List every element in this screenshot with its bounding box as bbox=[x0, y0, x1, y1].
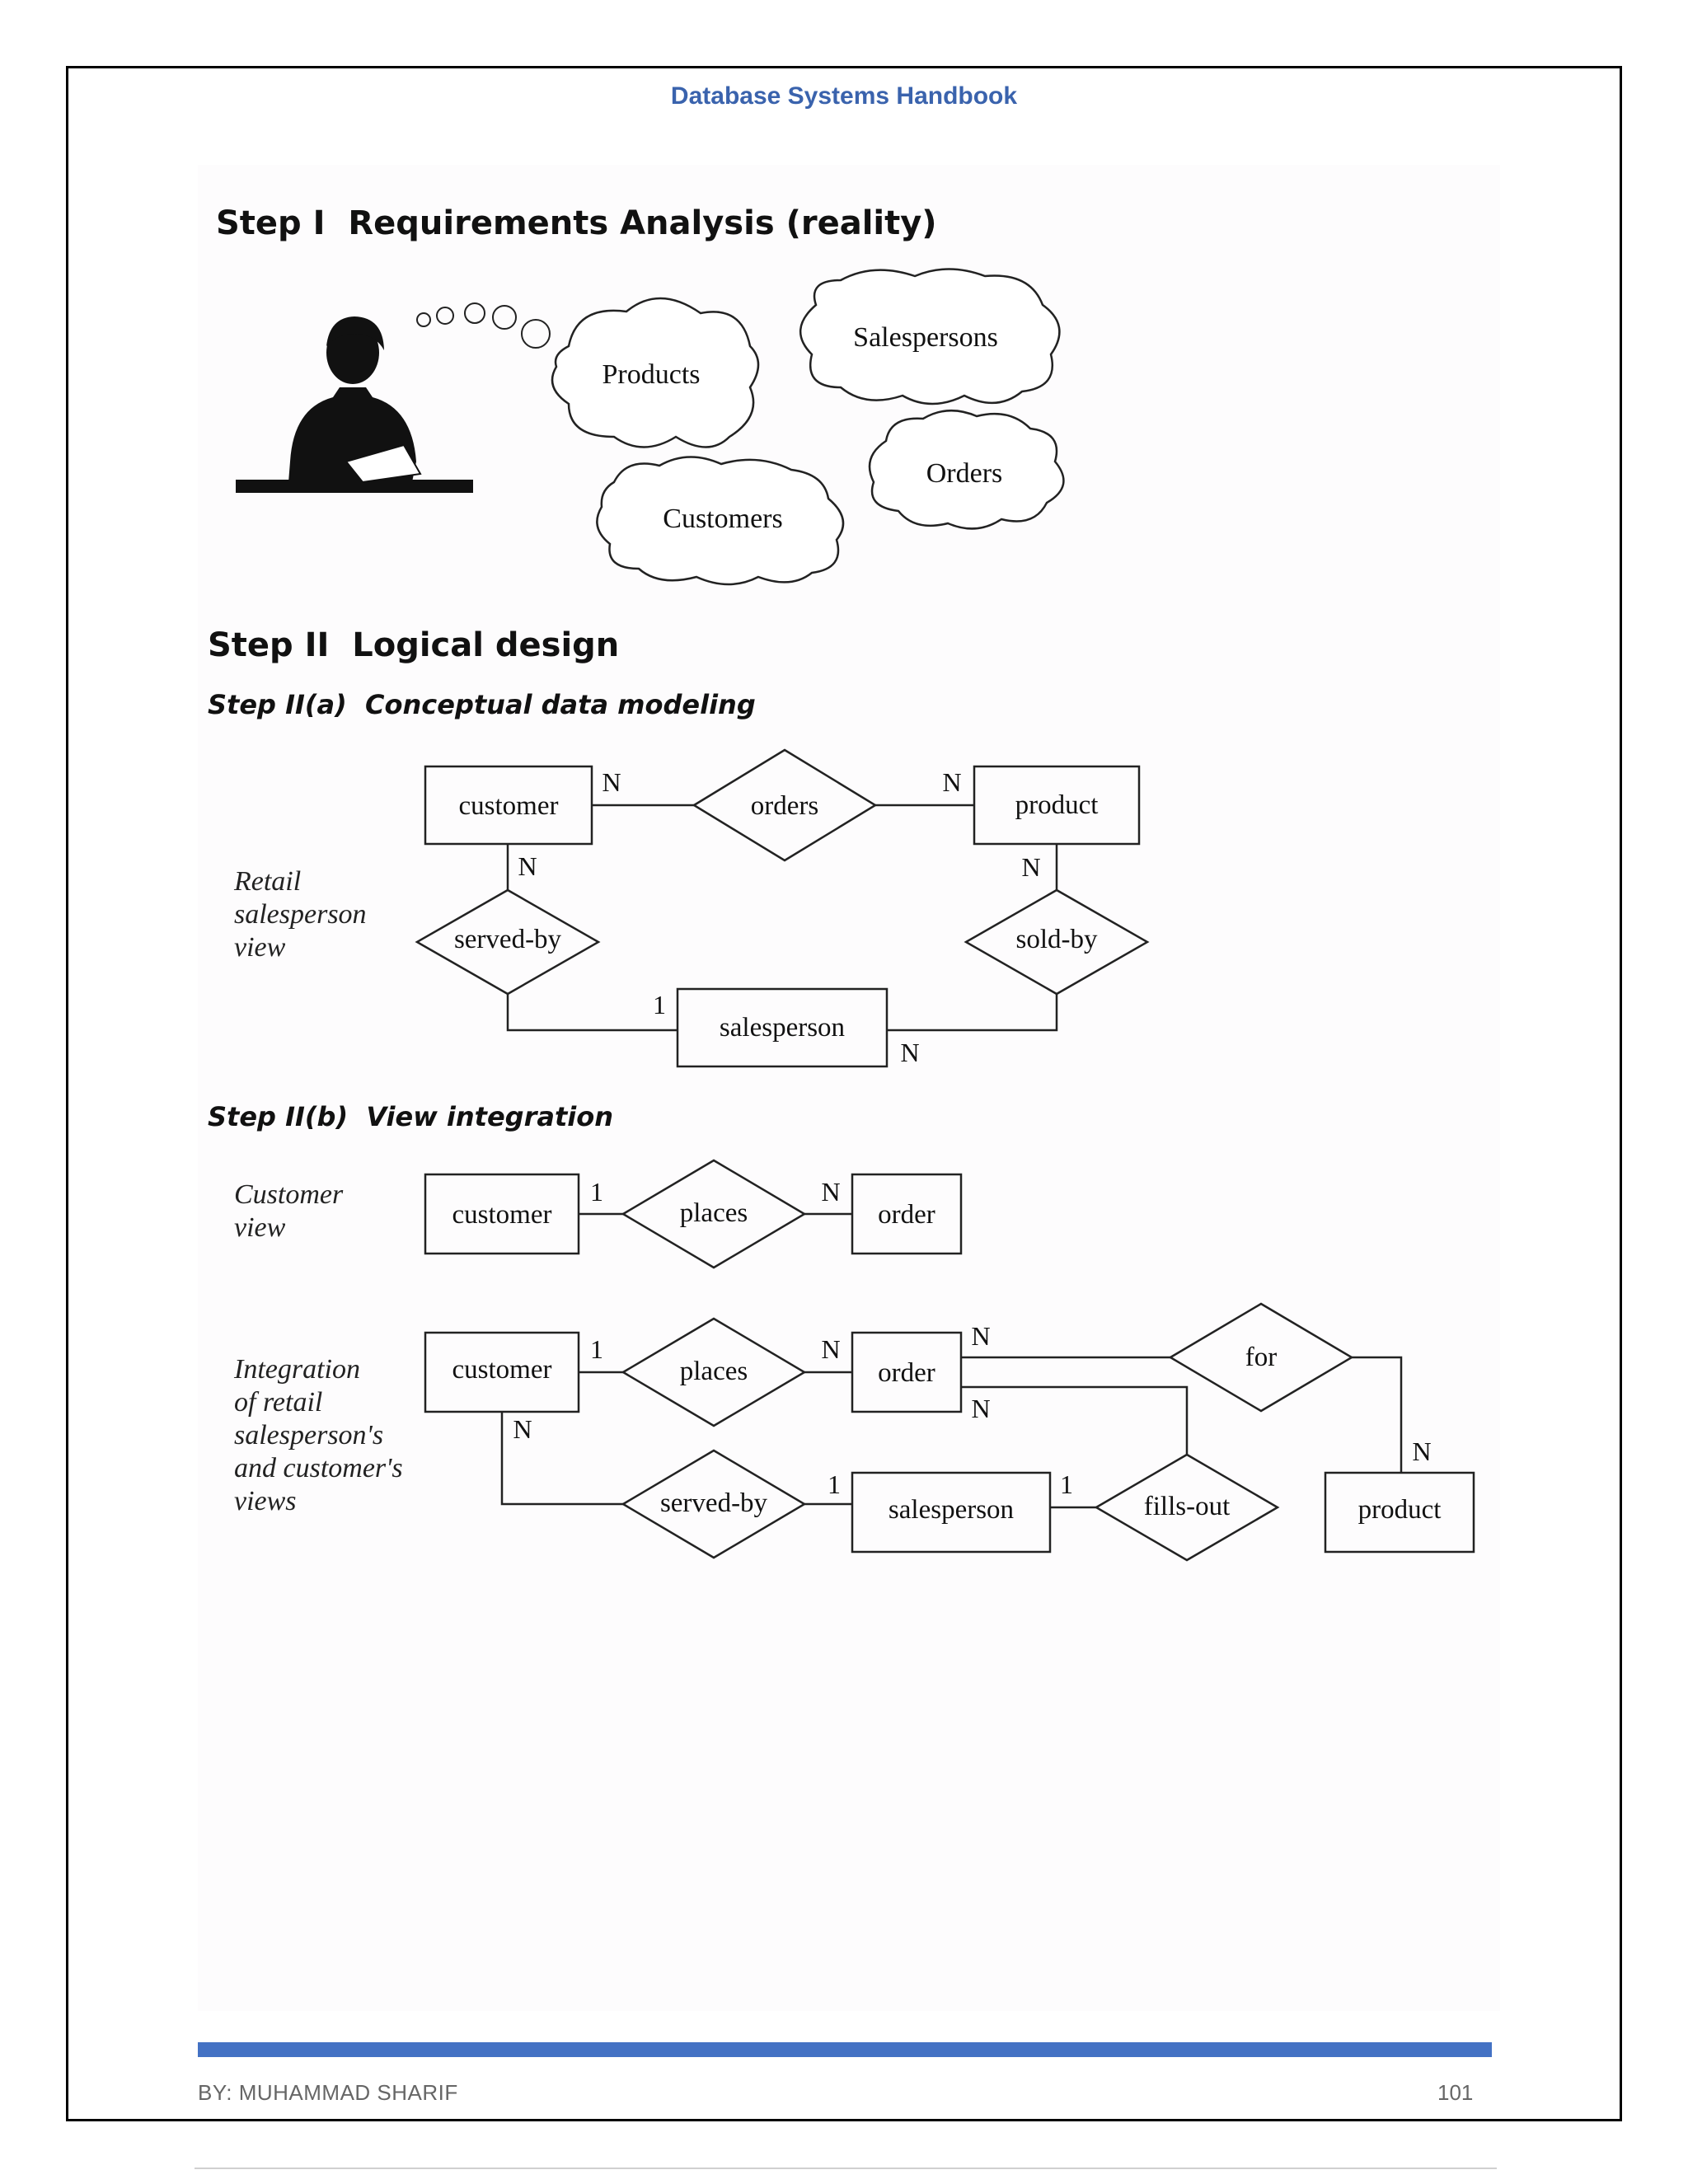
customer-view-label: Customer view bbox=[234, 1179, 344, 1243]
int-label-served-by: served-by bbox=[660, 1488, 768, 1518]
page-border bbox=[66, 66, 1622, 2121]
int-label-product: product bbox=[1358, 1495, 1442, 1525]
cloud-salespersons bbox=[799, 268, 1061, 405]
footer-bar bbox=[198, 2042, 1492, 2057]
entity-salesperson bbox=[676, 987, 889, 1068]
cloud-label-orders: Orders bbox=[926, 458, 1003, 489]
int-label-fills-out: fills-out bbox=[1144, 1492, 1231, 1521]
cloud-label-products: Products bbox=[603, 359, 701, 390]
int-entity-order bbox=[851, 1331, 963, 1413]
int-entity-product bbox=[1324, 1471, 1475, 1554]
int-label-salesperson: salesperson bbox=[889, 1495, 1014, 1525]
int-label-customer: customer bbox=[452, 1355, 552, 1385]
step2a-heading: Step II(a) Conceptual data modeling bbox=[208, 689, 756, 720]
thought-bubbles bbox=[416, 302, 551, 349]
cv-label-customer: customer bbox=[452, 1200, 552, 1230]
cv-label-places: places bbox=[680, 1198, 748, 1228]
int-card-product-for: N bbox=[1412, 1436, 1431, 1466]
cv-entity-order bbox=[851, 1173, 963, 1255]
label-orders: orders bbox=[751, 791, 818, 821]
cv-label-order: order bbox=[878, 1200, 935, 1230]
card-customer-servedby: N bbox=[518, 851, 537, 881]
header-title: Database Systems Handbook bbox=[670, 82, 1018, 110]
cv-entity-customer bbox=[424, 1173, 580, 1255]
card-product-orders: N bbox=[942, 767, 961, 797]
int-card-order-places: N bbox=[821, 1334, 840, 1364]
relationship-served-by bbox=[415, 888, 601, 996]
retail-salesperson-view-label: Retail salesperson view bbox=[234, 866, 367, 963]
relationship-sold-by bbox=[964, 888, 1150, 996]
entity-product bbox=[973, 765, 1141, 846]
int-card-salesperson-servedby: 1 bbox=[828, 1469, 841, 1499]
bottom-rule bbox=[195, 2168, 1497, 2169]
int-card-customer-servedby: N bbox=[513, 1414, 532, 1444]
card-product-soldby: N bbox=[1021, 852, 1040, 882]
cv-card-order: N bbox=[821, 1177, 840, 1207]
int-label-order: order bbox=[878, 1358, 935, 1388]
cv-relationship-places bbox=[621, 1159, 807, 1269]
label-product: product bbox=[1015, 790, 1099, 820]
int-relationship-places bbox=[621, 1317, 807, 1427]
int-relationship-fills-out bbox=[1094, 1453, 1280, 1562]
cloud-label-customers: Customers bbox=[663, 504, 782, 534]
step2-heading: Step II Logical design bbox=[208, 626, 620, 664]
cloud-customers bbox=[596, 456, 845, 586]
int-card-salesperson-fillsout: 1 bbox=[1060, 1469, 1073, 1499]
label-sold-by: sold-by bbox=[1016, 925, 1099, 954]
label-salesperson: salesperson bbox=[720, 1013, 845, 1043]
card-customer-orders: N bbox=[602, 767, 621, 797]
int-card-order-for: N bbox=[971, 1321, 990, 1351]
entity-customer bbox=[424, 765, 593, 846]
int-card-customer-places: 1 bbox=[590, 1334, 603, 1364]
int-entity-salesperson bbox=[851, 1471, 1052, 1554]
label-served-by: served-by bbox=[454, 925, 562, 954]
int-label-for: for bbox=[1245, 1343, 1277, 1372]
person-reading-icon bbox=[236, 316, 473, 493]
cloud-label-salespersons: Salespersons bbox=[853, 322, 998, 353]
cloud-orders bbox=[868, 409, 1065, 530]
cloud-products bbox=[551, 297, 760, 448]
integration-views-label: Integration of retail salesperson's and … bbox=[234, 1354, 403, 1516]
step1-heading: Step I Requirements Analysis (reality) bbox=[216, 204, 937, 242]
card-salesperson-servedby: 1 bbox=[653, 990, 666, 1019]
relationship-orders bbox=[692, 748, 878, 862]
label-customer: customer bbox=[459, 791, 559, 821]
footer-author: BY: MUHAMMAD SHARIF bbox=[198, 2080, 458, 2105]
cv-card-customer: 1 bbox=[590, 1177, 603, 1207]
int-label-places: places bbox=[680, 1357, 748, 1386]
page-number: 101 bbox=[1437, 2080, 1474, 2105]
step2b-heading: Step II(b) View integration bbox=[208, 1101, 613, 1132]
int-card-order-fillsout: N bbox=[971, 1394, 990, 1423]
card-salesperson-soldby: N bbox=[900, 1038, 919, 1067]
